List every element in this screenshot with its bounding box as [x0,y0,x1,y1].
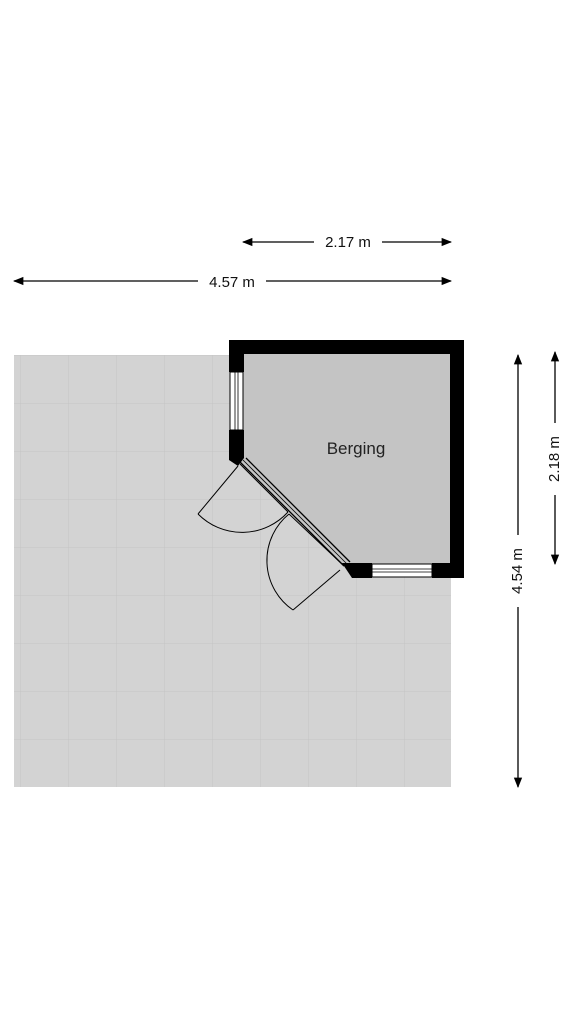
door-right-leaf [266,513,345,611]
dimension-total-height: 4.54 m [509,353,526,789]
wall-left-bottom [229,430,244,466]
dimension-top-width-label: 2.17 m [325,234,371,251]
wall-bottom-right [432,563,464,578]
wall-bottom-left [342,563,372,578]
wall-left-top [229,340,244,372]
dimension-total-width: 4.57 m [12,274,453,291]
dimension-top-width: 2.17 m [241,234,453,251]
wall-right [450,340,464,578]
dimension-total-height-label: 4.54 m [509,548,526,594]
door-left-leaf [197,463,289,533]
window-left [229,371,244,431]
room-label: Berging [327,439,386,458]
diagonal-door-frame [239,457,351,567]
walls [229,340,464,578]
window-bottom [371,563,433,578]
dimension-room-height: 2.18 m [546,350,563,566]
dimension-total-width-label: 4.57 m [209,274,255,291]
wall-top [229,340,464,354]
dimension-room-height-label: 2.18 m [546,436,563,482]
